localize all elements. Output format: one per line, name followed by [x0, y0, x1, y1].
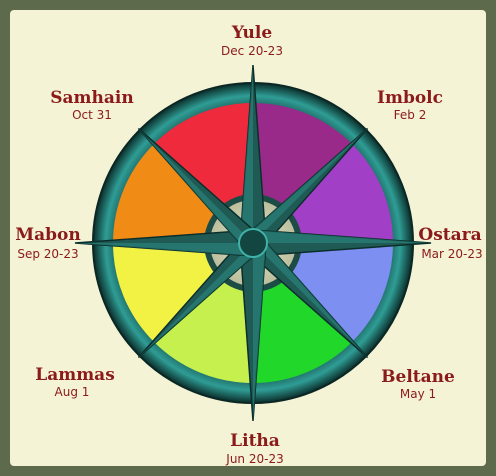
festival-name: Ostara [418, 225, 481, 245]
festival-ostara: Ostara Mar 20-23 [418, 225, 482, 261]
festival-date: May 1 [400, 387, 436, 401]
festival-date: Aug 1 [55, 385, 90, 399]
festival-name: Litha [230, 431, 280, 451]
festival-name: Samhain [50, 88, 133, 108]
festival-name: Beltane [381, 367, 455, 387]
festival-name: Yule [231, 23, 272, 43]
star-center [239, 229, 267, 257]
festival-date: Jun 20-23 [225, 452, 283, 466]
festival-date: Feb 2 [394, 108, 427, 122]
festival-litha: Litha Jun 20-23 [225, 431, 283, 466]
festival-date: Oct 31 [72, 108, 112, 122]
festival-name: Mabon [15, 225, 80, 245]
festival-name: Imbolc [377, 88, 443, 108]
festival-name: Lammas [35, 365, 115, 385]
festival-date: Mar 20-23 [421, 247, 482, 261]
festival-date: Dec 20-23 [221, 44, 283, 58]
festival-mabon: Mabon Sep 20-23 [15, 225, 80, 261]
festival-date: Sep 20-23 [17, 247, 78, 261]
